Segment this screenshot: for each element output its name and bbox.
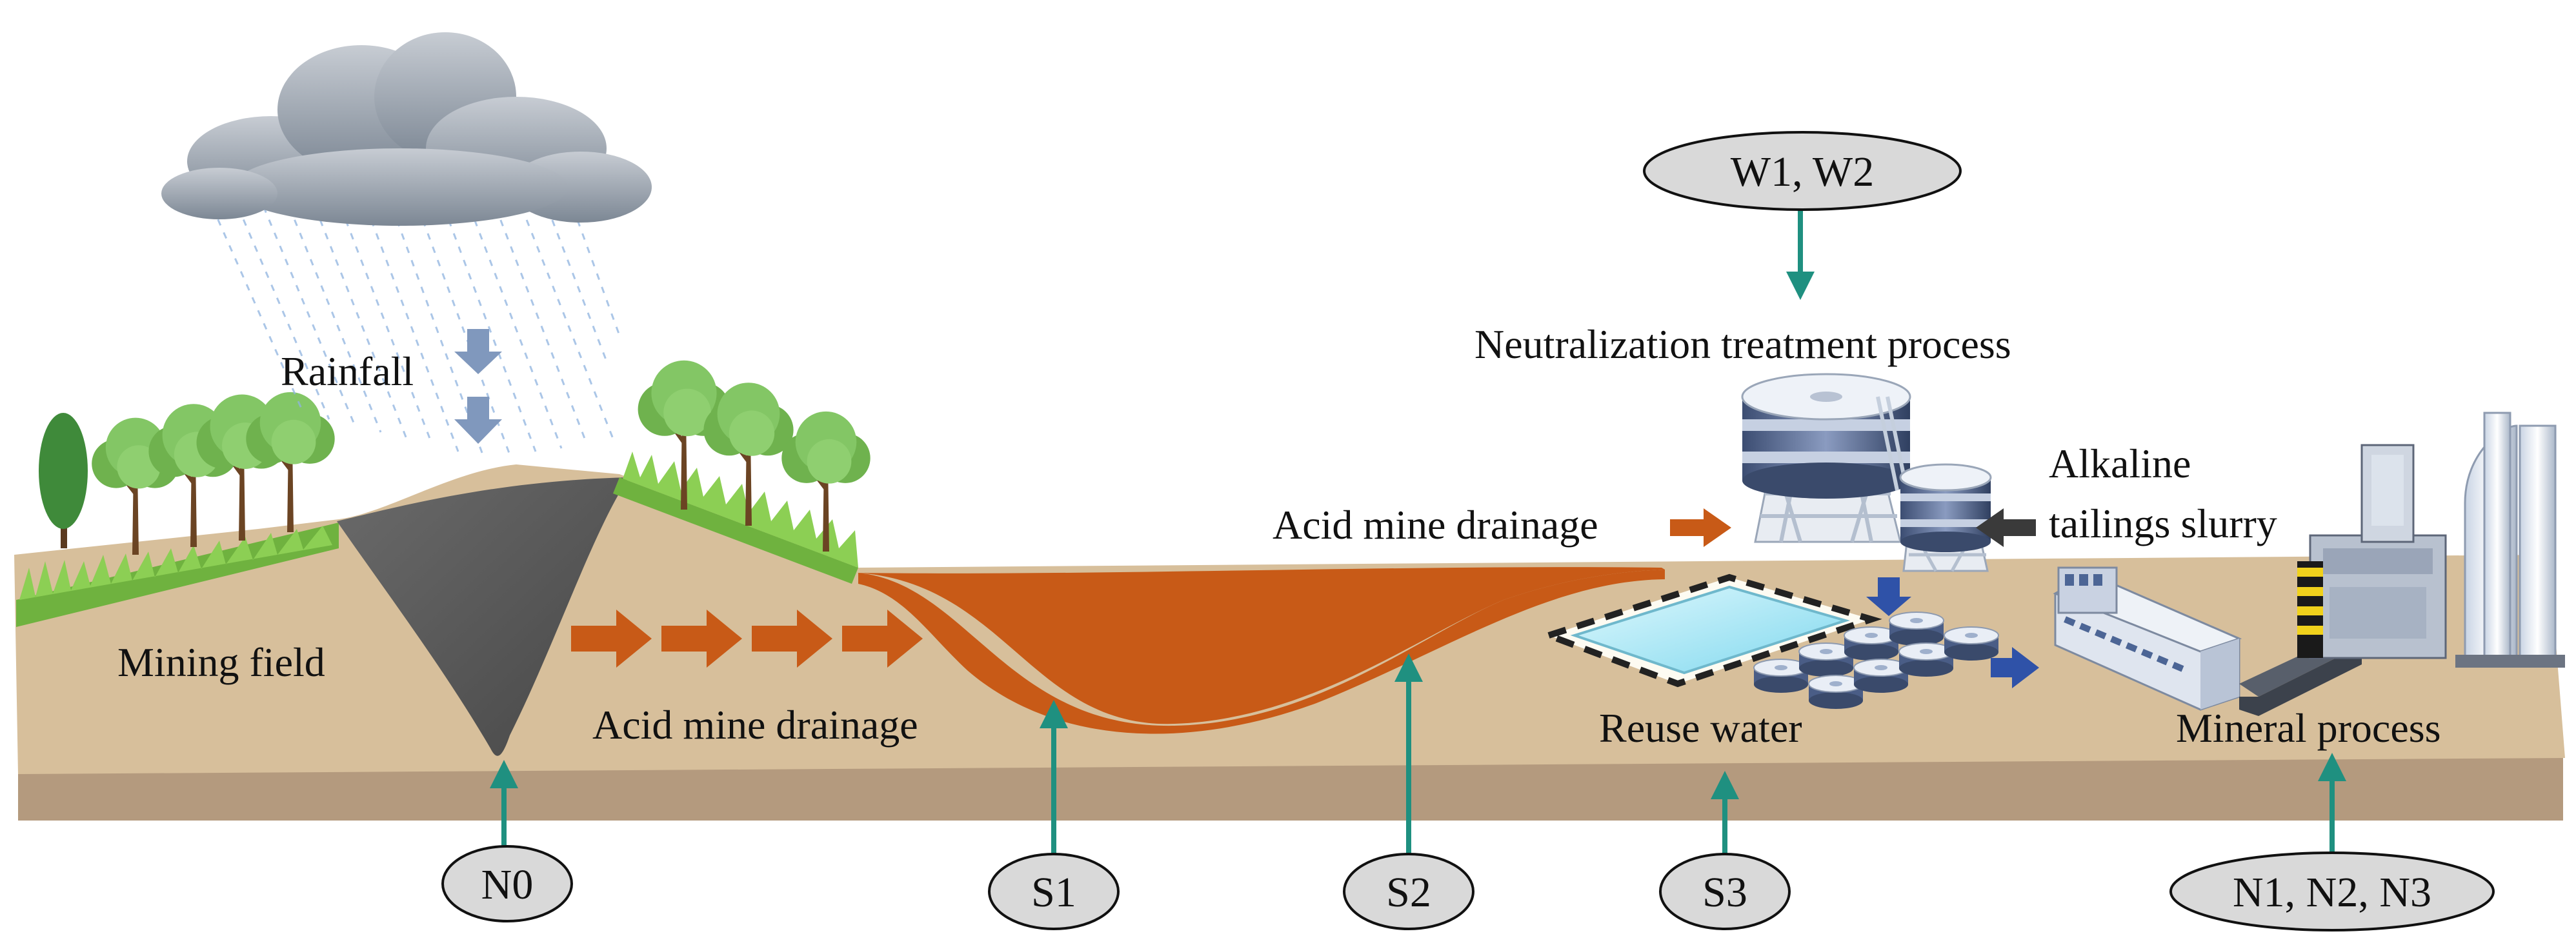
acid-flow-arrow-3 — [752, 610, 832, 668]
label-mineral-process: Mineral process — [2176, 705, 2441, 751]
acid-flow-arrow-1 — [571, 610, 652, 668]
right-tree-1 — [638, 360, 730, 510]
right-grass-band — [613, 477, 858, 584]
label-rainfall: Rainfall — [281, 348, 414, 394]
sampling-arrows — [490, 210, 2346, 853]
reuse-water-pool — [1538, 573, 1882, 688]
left-grass-blades — [19, 526, 332, 600]
arrow-s2 — [1394, 653, 1423, 853]
oval-s2: S2 — [1343, 853, 1474, 930]
label-mining-field: Mining field — [117, 639, 325, 685]
processing-building — [2297, 444, 2447, 659]
clarifier-4 — [1889, 612, 1944, 646]
conveyor-base — [2239, 645, 2362, 716]
left-tree-4 — [246, 392, 335, 532]
mining-pit — [337, 477, 629, 756]
label-s2: S2 — [1386, 869, 1431, 916]
clarifier-units — [1753, 612, 1999, 709]
mineral-processing-plant — [2053, 412, 2565, 716]
rain-arrows — [454, 329, 502, 444]
acid-drainage-surface — [858, 567, 1665, 724]
arrow-s1 — [1040, 700, 1068, 853]
right-tree-2 — [703, 383, 794, 526]
oval-s1: S1 — [988, 853, 1120, 930]
rain-arrow-2 — [454, 397, 502, 444]
rain-cloud — [161, 32, 652, 459]
arrow-n123 — [2318, 753, 2346, 853]
arrow-s3 — [1711, 771, 1739, 853]
label-s1: S1 — [1031, 869, 1076, 916]
label-alkaline: Alkaline — [2049, 441, 2191, 486]
small-neutralization-tank — [1899, 463, 1992, 572]
left-trees — [92, 392, 335, 555]
treatment-facility — [1538, 373, 2039, 709]
right-hill-grass — [613, 452, 858, 584]
label-reuse-water: Reuse water — [1599, 705, 1802, 751]
blue-right-arrow — [1991, 647, 2039, 688]
label-n0: N0 — [481, 861, 534, 908]
silos — [2455, 412, 2565, 668]
label-s3: S3 — [1702, 869, 1747, 916]
right-trees — [638, 360, 870, 552]
clarifier-2 — [1798, 642, 1854, 677]
label-acid-mine-drainage-input: Acid mine drainage — [1273, 502, 1598, 548]
rain-streaks — [205, 193, 621, 459]
clarifier-3 — [1844, 626, 1899, 661]
clarifier-5 — [1808, 675, 1864, 709]
warehouse — [2053, 566, 2242, 711]
large-neutralization-tank — [1741, 373, 1911, 543]
clarifier-1 — [1753, 659, 1809, 693]
acid-flow-arrows — [571, 610, 923, 668]
acid-drainage-basin — [858, 570, 1665, 734]
right-tree-3 — [781, 411, 870, 552]
oval-s3: S3 — [1659, 853, 1791, 930]
arrow-w12 — [1786, 210, 1815, 300]
label-w12: W1, W2 — [1731, 148, 1874, 195]
right-grass-blades — [623, 452, 858, 568]
cypress-tree — [39, 413, 88, 548]
oval-n0: N0 — [441, 845, 573, 922]
rain-arrow-1 — [454, 329, 502, 374]
oval-w12: W1, W2 — [1643, 131, 1962, 211]
oval-n123: N1, N2, N3 — [2169, 851, 2495, 931]
label-n123: N1, N2, N3 — [2233, 869, 2431, 916]
arrow-n0 — [490, 760, 518, 846]
left-grass — [16, 523, 339, 627]
left-grass-band — [16, 523, 339, 627]
ground-side — [18, 756, 2563, 821]
label-tailings-slurry: tailings slurry — [2049, 501, 2277, 546]
clarifier-6 — [1853, 659, 1909, 693]
acid-flow-arrow-4 — [842, 610, 923, 668]
acid-flow-arrow-2 — [661, 610, 742, 668]
label-acid-mine-drainage-flow: Acid mine drainage — [592, 702, 918, 748]
label-neutralization: Neutralization treatment process — [1474, 321, 2011, 367]
cloud — [161, 32, 652, 226]
clarifier-7 — [1898, 642, 1954, 677]
blue-down-arrow — [1866, 577, 1911, 616]
clarifier-8 — [1944, 626, 1999, 661]
slurry-input-arrow — [1976, 508, 2036, 547]
acid-input-arrow — [1670, 508, 1731, 547]
